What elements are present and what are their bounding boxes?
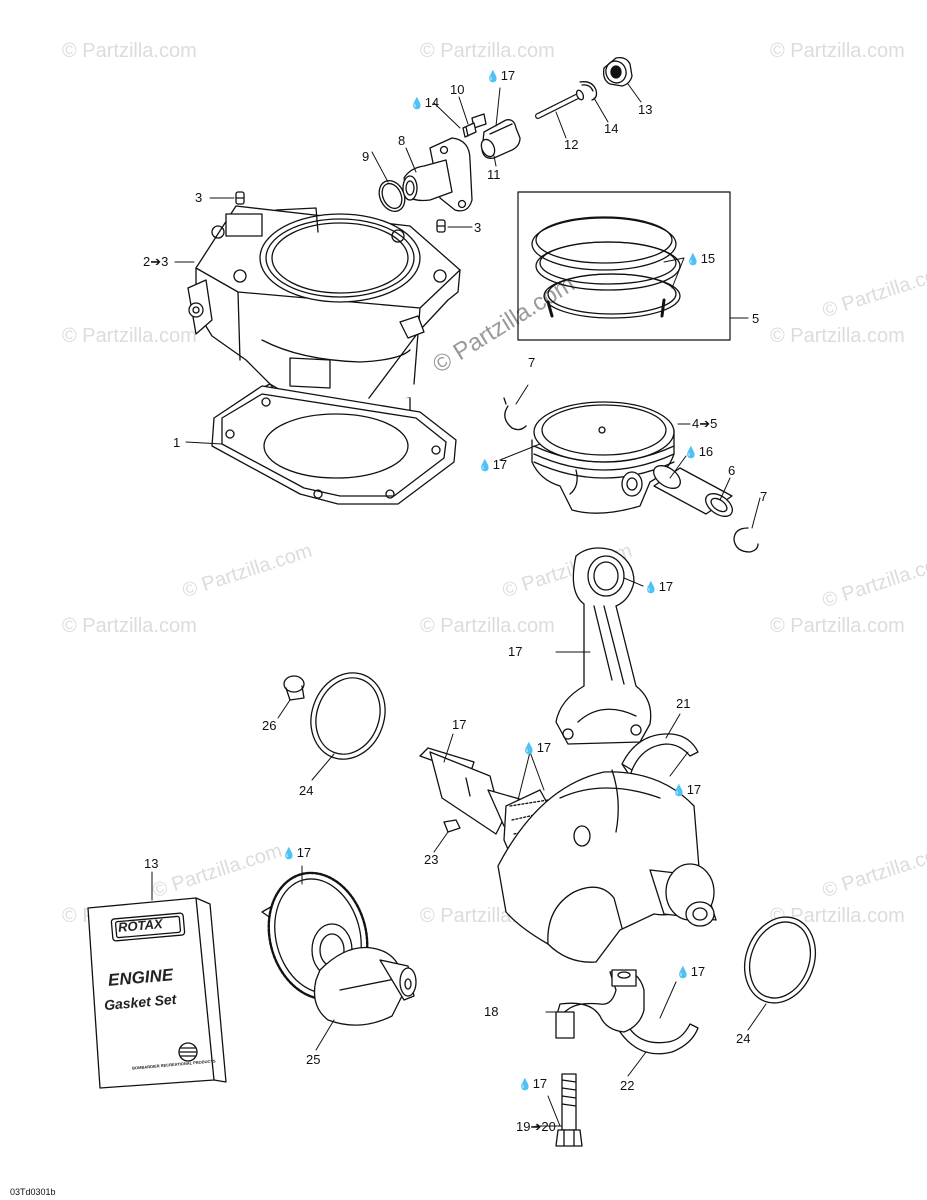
oil-drop-icon: 💧 (686, 254, 700, 266)
callout-17: 💧17 (282, 845, 312, 860)
plug-screw-13 (602, 56, 633, 87)
conrod-cap-19 (555, 969, 645, 1039)
oil-drop-icon: 💧 (486, 71, 500, 83)
watermark: © Partzilla.com (770, 905, 905, 927)
callout-11: 11 (487, 167, 501, 182)
callout-17: 💧17 (644, 579, 674, 594)
callout-1: 1 (173, 435, 181, 450)
callout-17: 💧16 (684, 444, 714, 459)
leader-lines (151, 83, 767, 1127)
thrust-washer-23 (744, 916, 816, 1004)
connecting-rod-19 (555, 547, 652, 745)
woodruff-key-22 (443, 819, 461, 833)
callout-3: 3 (195, 190, 203, 205)
watermark: © Partzilla.com (62, 40, 197, 62)
callout-17: 💧17 (478, 457, 508, 472)
watermark: © Partzilla.com (62, 615, 197, 637)
o-ring-14 (579, 81, 598, 101)
plug-26 (283, 675, 305, 701)
watermark: © Partzilla.com (420, 615, 555, 637)
piston-pin-6 (653, 465, 733, 517)
callout-17: 💧17 (676, 964, 706, 979)
callout-9: 9 (362, 149, 370, 164)
callout-4-arrow-5: 4➔5 (692, 416, 718, 431)
callout-17: 💧17 (518, 1076, 548, 1091)
callout-23: 24 (736, 1031, 751, 1046)
bolt-10 (462, 113, 487, 138)
callout-12: 12 (564, 137, 579, 152)
oil-drop-icon: 💧 (672, 785, 686, 797)
engine-gasket-set-15 (87, 897, 227, 1089)
crankshaft-18 (419, 747, 717, 963)
callout-8: 8 (398, 133, 406, 148)
cylinder-2 (187, 205, 461, 413)
callout-13: 13 (638, 102, 653, 117)
callout-17: 💧15 (686, 251, 716, 266)
watermark: © Partzilla.com (420, 40, 555, 62)
oil-drop-icon: 💧 (478, 460, 492, 472)
oil-drop-icon: 💧 (518, 1079, 532, 1091)
callout-7: 7 (760, 489, 768, 504)
piston-ring-set-box (517, 191, 731, 341)
callout-18: 17 (452, 717, 467, 732)
callout-3: 3 (474, 220, 482, 235)
callout-7: 7 (528, 355, 536, 370)
dowel-pin-right (436, 219, 446, 233)
callout-21: 22 (620, 1078, 635, 1093)
callout-16: 💧14 (410, 95, 440, 110)
thrust-washer-24 (310, 672, 386, 760)
callout-24: 24 (299, 783, 314, 798)
conrod-bearing-21-lower (619, 1023, 699, 1055)
callout-17: 💧17 (672, 782, 702, 797)
callout-21: 21 (676, 696, 691, 711)
callout-6: 6 (728, 463, 736, 478)
tensioner-housing-8 (402, 137, 473, 212)
callout-17: 💧17 (522, 740, 552, 755)
callout-20: 19➔20 (516, 1119, 556, 1134)
callout-19-arrow-20: 17 (508, 644, 523, 659)
oil-drop-icon: 💧 (644, 582, 658, 594)
callout-5: 5 (752, 311, 760, 326)
watermark: © Partzilla.com (62, 325, 197, 347)
callout-25: 25 (306, 1052, 321, 1067)
piston-4 (531, 401, 675, 514)
balance-shaft-25 (261, 871, 417, 1026)
callout-19-arrow-20: 18 (484, 1004, 499, 1019)
watermark: © Partzilla.com (770, 40, 905, 62)
oil-drop-icon: 💧 (410, 98, 424, 110)
oil-drop-icon: 💧 (684, 447, 698, 459)
oil-drop-icon: 💧 (282, 848, 296, 860)
spring-12 (535, 89, 585, 119)
circlip-7-right (733, 527, 759, 553)
drawing-code: 03Td0301b (10, 1187, 56, 1197)
circlip-7-left (503, 397, 527, 431)
callout-26: 26 (262, 718, 277, 733)
tensioner-plunger-11 (480, 119, 521, 159)
callout-17: 💧17 (486, 68, 516, 83)
callout-15: 13 (144, 856, 159, 871)
callout-2-arrow-3: 2➔3 (143, 254, 169, 269)
callout-14: 14 (604, 121, 619, 136)
cylinder-base-gasket-1 (211, 385, 457, 505)
watermark: © Partzilla.com (770, 615, 905, 637)
watermark: © Partzilla.com (770, 325, 905, 347)
conrod-bolt-20 (555, 1073, 583, 1147)
dowel-pin-top-left (235, 191, 245, 205)
callout-10: 10 (450, 82, 465, 97)
oil-drop-icon: 💧 (522, 743, 536, 755)
oil-drop-icon: 💧 (676, 967, 690, 979)
callout-22: 23 (424, 852, 439, 867)
